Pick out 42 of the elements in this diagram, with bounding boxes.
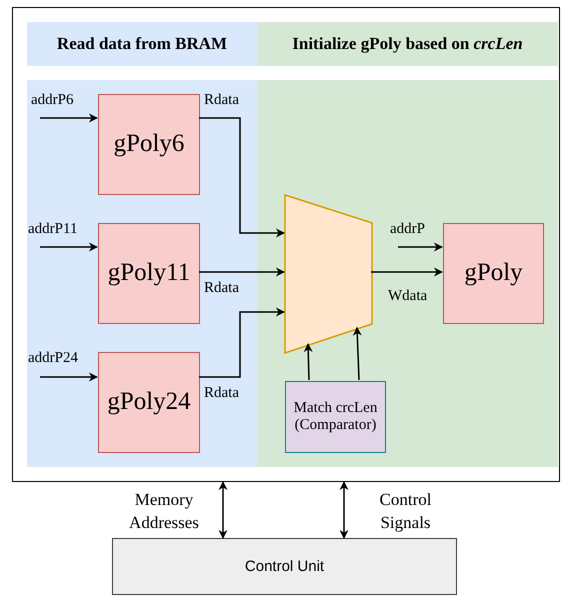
section-heading: Initialize gPoly based on crcLen xyxy=(292,34,523,54)
arrow xyxy=(40,372,98,382)
block-label: gPoly11 xyxy=(108,259,190,288)
header-band xyxy=(257,22,558,66)
edge-label: addrP11 xyxy=(28,221,78,238)
edge-label: Rdata xyxy=(204,385,239,402)
edge-label: addrP6 xyxy=(31,92,74,109)
region-panel xyxy=(257,80,558,467)
memory-block xyxy=(98,352,200,453)
arrow xyxy=(199,308,285,378)
arrow xyxy=(199,268,285,276)
arrow xyxy=(304,343,313,380)
comparator-box xyxy=(285,381,386,453)
system-boundary-box xyxy=(12,7,560,482)
block-label: Control Unit xyxy=(244,558,324,576)
edge-label: Wdata xyxy=(388,288,428,305)
arrow xyxy=(40,242,98,252)
edge-label: Rdata xyxy=(204,92,239,109)
block-label: Match crcLen (Comparator) xyxy=(294,400,378,434)
edge-label: Memory Addresses xyxy=(128,489,200,534)
memory-block xyxy=(98,223,200,324)
edge-label: addrP24 xyxy=(28,350,78,367)
memory-block xyxy=(98,94,200,195)
arrow xyxy=(340,481,348,539)
edge-label: Control Signals xyxy=(378,489,432,534)
arrow xyxy=(199,117,285,238)
block-label: gPoly6 xyxy=(114,130,184,159)
arrow xyxy=(40,114,98,122)
edge-label: Rdata xyxy=(204,280,239,297)
arrow xyxy=(218,481,228,539)
header-band xyxy=(27,22,257,66)
block-label: gPoly xyxy=(464,259,523,288)
control-unit-box xyxy=(112,538,457,595)
arrow xyxy=(398,242,443,252)
region-panel xyxy=(27,80,257,467)
block-label: gPoly24 xyxy=(107,388,191,417)
memory-block xyxy=(443,223,544,324)
arrow xyxy=(371,268,443,276)
arrow xyxy=(352,326,362,380)
multiplexer-shape xyxy=(285,195,372,353)
section-heading: Read data from BRAM xyxy=(56,34,228,54)
edge-label: addrP xyxy=(390,221,425,238)
